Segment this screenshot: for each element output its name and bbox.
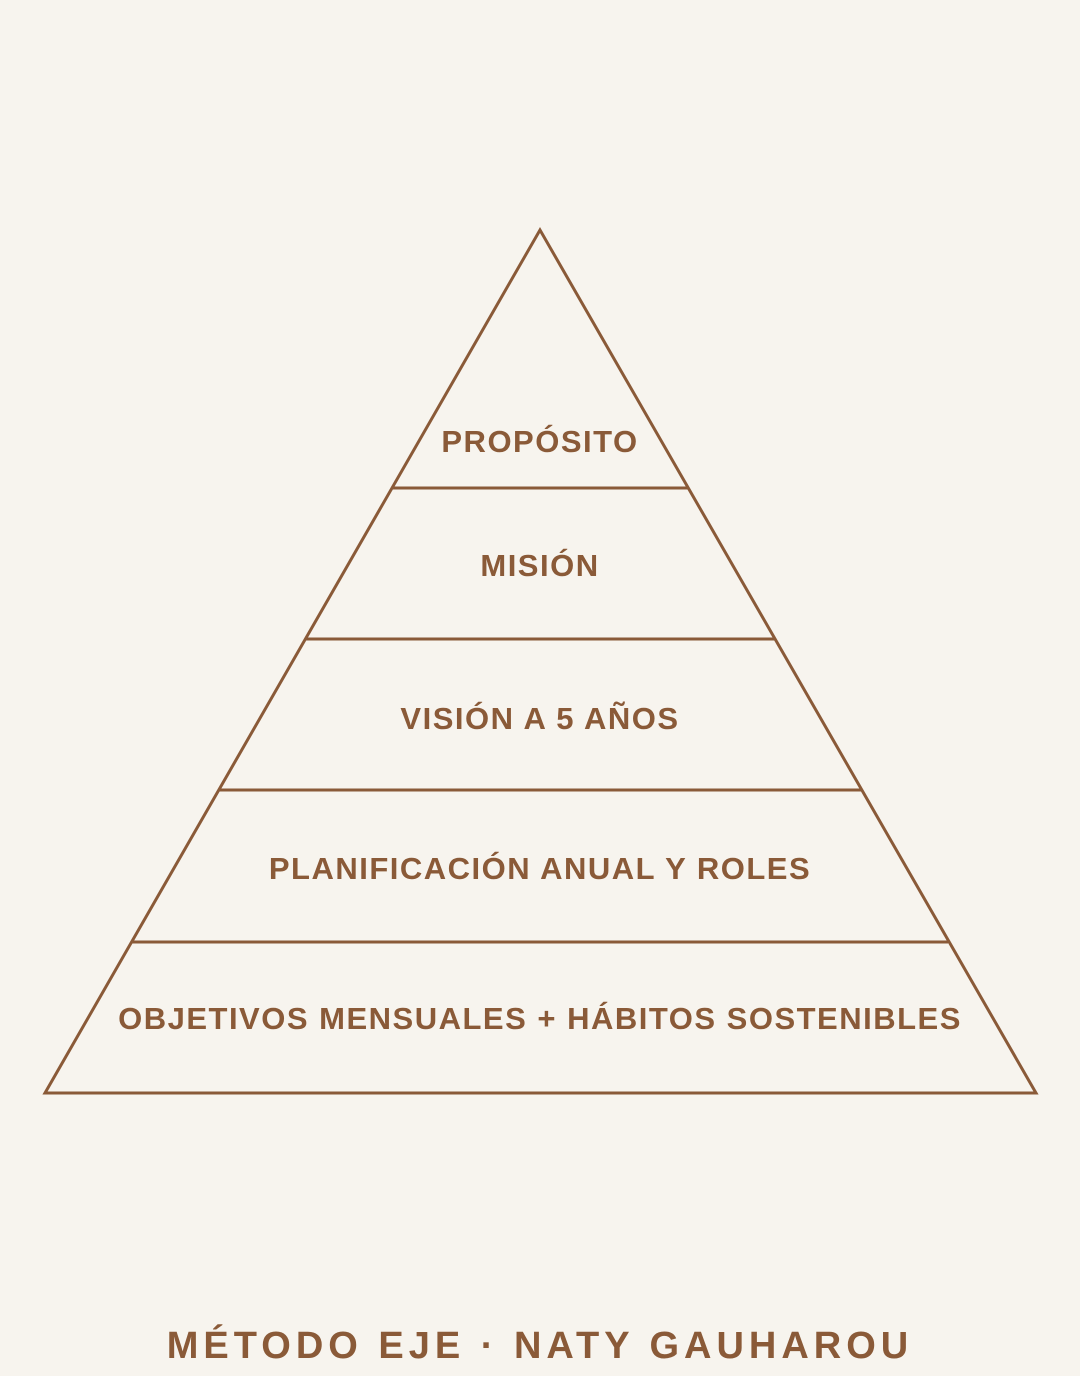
level-label-vision: VISIÓN A 5 AÑOS <box>400 701 680 736</box>
footer-credit: MÉTODO EJE · NATY GAUHAROU <box>166 1325 914 1367</box>
level-label-objetivos: OBJETIVOS MENSUALES + HÁBITOS SOSTENIBLE… <box>118 1001 962 1036</box>
level-label-planificacion: PLANIFICACIÓN ANUAL Y ROLES <box>268 851 812 886</box>
level-label-proposito: PROPÓSITO <box>441 424 639 459</box>
pyramid-outline <box>42 226 1039 1095</box>
level-label-mision: MISIÓN <box>480 548 600 583</box>
